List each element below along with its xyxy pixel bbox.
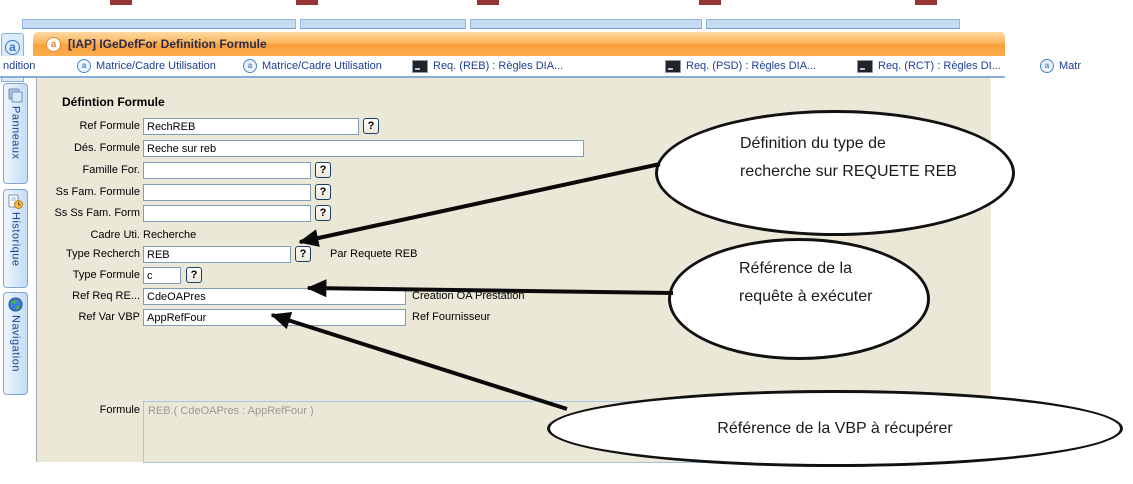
callout-text: Définition du type de recherche sur REQU… bbox=[740, 135, 957, 180]
formule-value: REB.( CdeOAPres : AppRefFour ) bbox=[148, 405, 314, 417]
field-label: Ref Var VBP bbox=[78, 311, 140, 323]
tab-matrice-cadre-1[interactable]: a Matrice/Cadre Utilisation bbox=[77, 56, 216, 76]
sidebar-item-label: Navigation bbox=[9, 315, 22, 372]
help-button[interactable]: ? bbox=[315, 184, 331, 200]
tab-condition[interactable]: ndition bbox=[3, 56, 35, 76]
a-logo-icon: a bbox=[5, 40, 20, 55]
ref-req-note: Creation OA Prestation bbox=[412, 290, 525, 302]
tab-label: Req. (REB) : Règles DIA... bbox=[433, 60, 564, 72]
famille-for-input[interactable] bbox=[143, 162, 311, 179]
sidebar-item-panneaux[interactable]: Panneaux bbox=[3, 83, 28, 184]
field-label: Type Formule bbox=[72, 269, 140, 281]
ref-var-note: Ref Fournisseur bbox=[412, 311, 491, 323]
callout-type-recherche: Définition du type de recherche sur REQU… bbox=[655, 110, 1015, 236]
cropped-tab-strip[interactable] bbox=[706, 19, 960, 29]
field-label: Famille For. bbox=[82, 164, 140, 176]
field-label: Ref Req RE... bbox=[72, 290, 140, 302]
type-formule-input[interactable] bbox=[143, 267, 181, 284]
field-row-des-formule: Dés. Formule bbox=[0, 140, 990, 157]
field-label: Ss Fam. Formule bbox=[55, 186, 140, 198]
field-label: Ss Ss Fam. Form bbox=[54, 207, 140, 219]
cropped-tab-mark bbox=[110, 0, 132, 5]
field-row-ref-formule: Ref Formule ? bbox=[0, 118, 990, 135]
cropped-tab-mark bbox=[915, 0, 937, 5]
tab-label: Matrice/Cadre Utilisation bbox=[262, 60, 382, 72]
window-titlebar: a [IAP] IGeDefFor Definition Formule bbox=[33, 32, 1005, 56]
callout-requete: Référence de la requête à exécuter bbox=[668, 238, 930, 360]
callout-vbp: Référence de la VBP à récupérer bbox=[547, 390, 1123, 467]
panels-icon bbox=[8, 88, 23, 103]
cropped-tab-strip[interactable] bbox=[300, 19, 466, 29]
sidebar-item-label: Panneaux bbox=[9, 106, 22, 160]
console-icon bbox=[412, 59, 428, 73]
field-row-cadre-uti: Cadre Uti. Recherche bbox=[0, 227, 990, 244]
document-tab-bar: ndition a Matrice/Cadre Utilisation a Ma… bbox=[0, 56, 1133, 76]
a-logo-icon: a bbox=[243, 59, 257, 73]
history-icon bbox=[8, 194, 23, 209]
field-label: Cadre Uti. bbox=[90, 229, 140, 241]
help-button[interactable]: ? bbox=[363, 118, 379, 134]
callout-text: Référence de la VBP à récupérer bbox=[717, 419, 953, 437]
tab-matrice-cadre-2[interactable]: a Matrice/Cadre Utilisation bbox=[243, 56, 382, 76]
ss-fam-formule-input[interactable] bbox=[143, 184, 311, 201]
sidebar-item-navigation[interactable]: Navigation bbox=[3, 292, 28, 395]
field-label: Type Recherch bbox=[66, 248, 140, 260]
cadre-uti-value: Recherche bbox=[143, 229, 197, 241]
help-button[interactable]: ? bbox=[315, 162, 331, 178]
field-row-ss-fam: Ss Fam. Formule ? bbox=[0, 184, 990, 201]
des-formule-input[interactable] bbox=[143, 140, 584, 157]
cropped-tab-mark bbox=[699, 0, 721, 5]
cropped-tab-strip[interactable] bbox=[22, 19, 296, 29]
ss-ss-fam-form-input[interactable] bbox=[143, 205, 311, 222]
callout-text: Référence de la requête à exécuter bbox=[739, 260, 873, 305]
tab-label: ndition bbox=[3, 60, 36, 72]
type-recherch-note: Par Requete REB bbox=[330, 248, 418, 260]
help-button[interactable]: ? bbox=[186, 267, 202, 283]
tab-req-rct[interactable]: Req. (RCT) : Règles DI... bbox=[857, 56, 1001, 76]
field-label: Ref Formule bbox=[79, 120, 140, 132]
formule-label: Formule bbox=[99, 404, 140, 416]
help-button[interactable]: ? bbox=[315, 205, 331, 221]
tab-req-psd[interactable]: Req. (PSD) : Règles DIA... bbox=[665, 56, 816, 76]
tab-underline bbox=[0, 76, 1005, 78]
field-row-type-formule: Type Formule ? bbox=[0, 267, 990, 284]
tab-label: Req. (PSD) : Règles DIA... bbox=[686, 60, 817, 72]
field-label: Dés. Formule bbox=[73, 142, 140, 154]
a-logo-icon: a bbox=[1040, 59, 1054, 73]
globe-icon bbox=[8, 297, 23, 312]
cropped-tab-mark bbox=[477, 0, 499, 5]
tab-matrice-3[interactable]: a Matr bbox=[1040, 56, 1081, 76]
sidebar-item-label: Historique bbox=[9, 212, 22, 267]
a-logo-icon: a bbox=[77, 59, 91, 73]
ref-formule-input[interactable] bbox=[143, 118, 359, 135]
type-recherch-input[interactable] bbox=[143, 246, 291, 263]
cropped-tab-mark bbox=[296, 0, 318, 5]
ref-var-vbp-input[interactable] bbox=[143, 309, 406, 326]
field-row-type-recherch: Type Recherch ? Par Requete REB bbox=[0, 246, 990, 263]
window-title: [IAP] IGeDefFor Definition Formule bbox=[68, 37, 267, 51]
ref-req-reb-input[interactable] bbox=[143, 288, 406, 305]
sidebar-item-historique[interactable]: Historique bbox=[3, 189, 28, 288]
tab-label: Req. (RCT) : Règles DI... bbox=[878, 60, 1001, 72]
tab-label: Matr bbox=[1059, 60, 1081, 72]
tab-req-reb[interactable]: Req. (REB) : Règles DIA... bbox=[412, 56, 563, 76]
help-button[interactable]: ? bbox=[295, 246, 311, 262]
cropped-tab-strip[interactable] bbox=[470, 19, 702, 29]
console-icon bbox=[665, 59, 681, 73]
form-title: Défintion Formule bbox=[62, 95, 165, 109]
tab-label: Matrice/Cadre Utilisation bbox=[96, 60, 216, 72]
a-logo-icon: a bbox=[47, 37, 60, 51]
console-icon bbox=[857, 59, 873, 73]
